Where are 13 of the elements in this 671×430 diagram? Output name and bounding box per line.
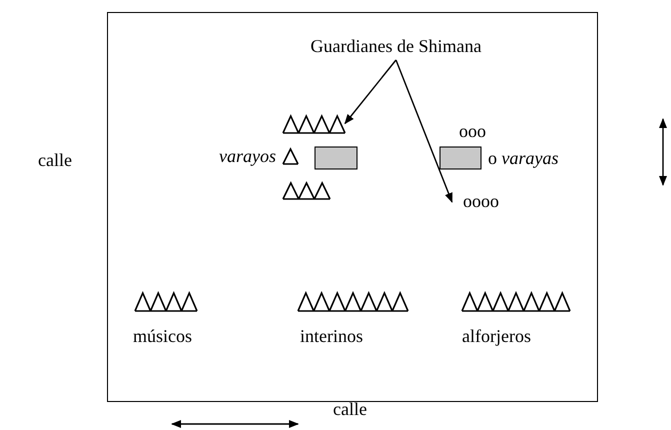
group-label: varayos bbox=[219, 146, 276, 166]
group-label: músicos bbox=[133, 326, 192, 346]
arrow bbox=[344, 60, 397, 124]
group-label: Guardianes de Shimana bbox=[298, 36, 494, 60]
member-symbols: ooo bbox=[459, 121, 486, 141]
triangle-row-icon bbox=[283, 115, 345, 134]
street-label: calle bbox=[333, 399, 367, 419]
group-label: alforjeros bbox=[462, 326, 531, 346]
arrow bbox=[395, 60, 453, 203]
group-label: o varayas bbox=[488, 148, 558, 168]
group-label: interinos bbox=[300, 326, 363, 346]
group-label: oooo bbox=[452, 191, 510, 211]
street-label: calle bbox=[38, 150, 72, 170]
